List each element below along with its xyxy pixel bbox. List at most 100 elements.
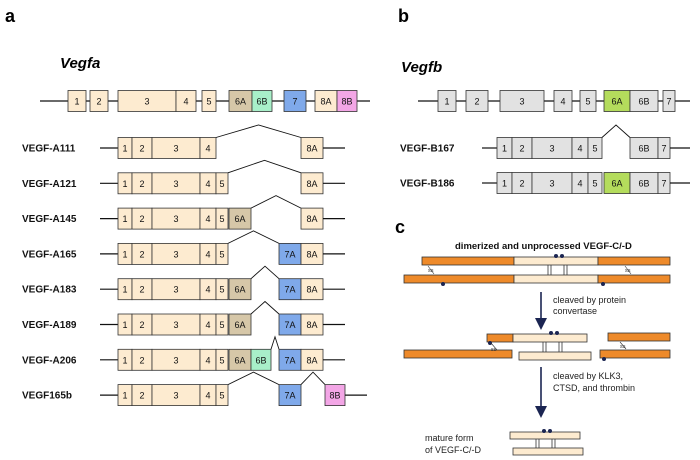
prepro-stub-top <box>486 333 514 343</box>
isoform-exon-label: 7A <box>284 391 295 401</box>
isoform-exon-6a <box>228 313 252 336</box>
panel-a-letter: a <box>5 6 16 26</box>
vegfa-gene-exon-label: 7 <box>292 97 297 107</box>
prepro-chain-bottom <box>403 274 515 284</box>
panel-b-letter: b <box>398 6 409 26</box>
step1-text-line1: cleaved by protein <box>553 295 626 305</box>
isoform-exon-label: 1 <box>502 144 507 154</box>
isoform-exon-5 <box>215 384 229 407</box>
isoform-exon-6a <box>228 278 252 301</box>
vegfa-gene-exon-label: 3 <box>144 97 149 107</box>
vegfb-gene-exon-label: 5 <box>585 97 590 107</box>
isoform-exon-label: 2 <box>139 355 144 365</box>
isoform-exon-label: 2 <box>519 179 524 189</box>
vegfb-gene-exon-label: 1 <box>444 97 449 107</box>
isoform-name: VEGF165b <box>22 391 72 402</box>
isoform-exon-label: 3 <box>173 144 178 154</box>
isoform-exon-label: 2 <box>139 179 144 189</box>
vegfa-gene-exon-8b <box>336 90 358 112</box>
isoform-exon-label: 7 <box>661 144 666 154</box>
interchain-bonds-2 <box>542 342 563 352</box>
vegfa-gene-exon-4 <box>175 90 197 112</box>
isoform-exon-label: 4 <box>205 391 210 401</box>
isoform-exon-label: 8A <box>306 355 317 365</box>
isoform-exon-4 <box>199 137 217 159</box>
isoform-name: VEGF-A121 <box>22 179 77 190</box>
interchain-bonds <box>547 265 568 275</box>
isoform-exon-label: 1 <box>122 320 127 330</box>
isoform-exon-label: 7A <box>284 285 295 295</box>
isoform-exon-label: 4 <box>577 144 582 154</box>
isoform-exon-label: 6A <box>234 320 245 330</box>
isoform-exon-label: 1 <box>122 355 127 365</box>
isoform-exon-label: 5 <box>219 249 224 259</box>
result-text-line1: mature form <box>425 433 474 443</box>
mature-chain-top <box>509 431 581 440</box>
isoform-exon-label: 8A <box>306 214 317 224</box>
vegfa-gene-exon-label: 8A <box>320 97 331 107</box>
vegfb-gene-exon-1 <box>437 90 457 112</box>
prepro-free-bottom <box>403 349 513 359</box>
vegfb-gene-exon-4 <box>553 90 573 112</box>
isoform-exon-label: 3 <box>549 144 554 154</box>
isoform-exon-label: 8A <box>306 320 317 330</box>
core-chain-top-2 <box>512 333 588 343</box>
glycan-dot <box>560 254 564 258</box>
glycan-dot <box>601 282 605 286</box>
unprocessed-dimer: ss ss <box>403 254 671 286</box>
vegfa-gene-exon-1 <box>67 90 87 112</box>
isoform-exon-6b <box>250 348 272 371</box>
isoform-exon-label: 1 <box>122 285 127 295</box>
vegfa-gene-exon-label: 5 <box>206 97 211 107</box>
isoform-exon-label: 3 <box>173 285 178 295</box>
vegfb-gene-exon-label: 7 <box>666 97 671 107</box>
isoform-exon-label: 4 <box>205 355 210 365</box>
glycan-dot <box>554 254 558 258</box>
isoform-exon-label: 7 <box>661 179 666 189</box>
splice-junction <box>227 371 280 386</box>
vegfc-processing-schematic: ss ss cleaved by protein convertase ss <box>403 254 671 456</box>
vegfb-gene-exon-2 <box>465 90 489 112</box>
c-term-free-top <box>607 332 671 342</box>
isoform-exon-label: 4 <box>577 179 582 189</box>
vegfa-gene-exon-label: 8B <box>341 97 352 107</box>
glycan-dot <box>542 429 546 433</box>
isoform-exon-label: 2 <box>139 285 144 295</box>
isoform-exon-label: 2 <box>139 320 144 330</box>
isoform-name: VEGF-A145 <box>22 214 77 225</box>
isoform-exon-label: 4 <box>205 249 210 259</box>
isoform-exon-label: 8A <box>306 249 317 259</box>
isoform-name: VEGF-B186 <box>400 179 455 190</box>
disulfide-label: ss <box>428 268 434 274</box>
vegfb-gene-exon-label: 3 <box>519 97 524 107</box>
isoform-exon-label: 3 <box>173 320 178 330</box>
isoform-exon-label: 2 <box>519 144 524 154</box>
isoform-exon-label: 4 <box>205 144 210 154</box>
isoform-exon-label: 4 <box>205 320 210 330</box>
isoform-exon-label: 4 <box>205 214 210 224</box>
isoform-exon-5 <box>215 207 229 230</box>
core-chain-bottom <box>513 274 599 284</box>
isoform-exon-label: 2 <box>139 214 144 224</box>
vegfa-gene-exon-label: 6A <box>235 97 246 107</box>
vegfb-gene-exon-label: 4 <box>560 97 565 107</box>
isoform-exon-label: 3 <box>173 391 178 401</box>
isoform-exon-5 <box>587 137 603 159</box>
isoform-exon-label: 1 <box>122 214 127 224</box>
splice-junction <box>250 300 280 315</box>
mature-dimer <box>509 429 584 456</box>
glycan-dot <box>555 331 559 335</box>
splice-junction <box>250 265 280 280</box>
isoform-exon-label: 6B <box>255 355 266 365</box>
vegfb-gene-exon-label: 6B <box>638 97 649 107</box>
step1-text-line2: convertase <box>553 306 597 316</box>
isoform-exon-label: 4 <box>205 285 210 295</box>
isoform-exon-label: 5 <box>592 179 597 189</box>
vegfb-gene-exon-label: 6A <box>611 97 622 107</box>
